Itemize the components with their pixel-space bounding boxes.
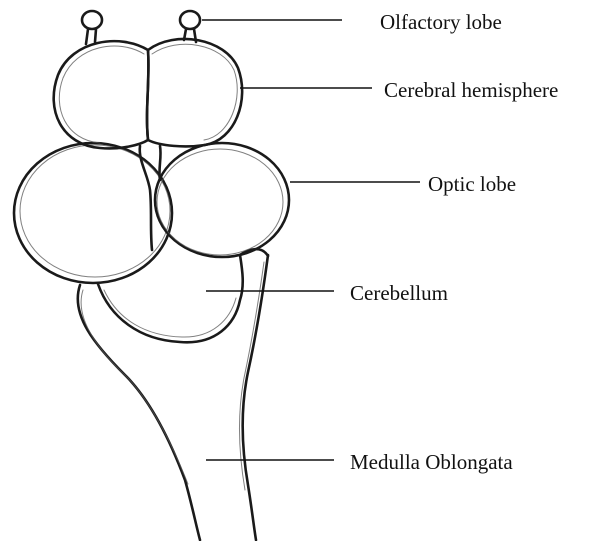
cerebellum-shape [98, 249, 268, 342]
olfactory-lobe-left-shape [82, 11, 102, 44]
optic-lobe-label: Optic lobe [428, 172, 516, 196]
medulla-oblongata-label: Medulla Oblongata [350, 450, 513, 474]
cerebral-hemisphere-left-shape [54, 41, 149, 148]
optic-lobe-right-shape [155, 143, 289, 257]
cerebral-hemisphere-label: Cerebral hemisphere [384, 78, 558, 102]
cerebellum-label: Cerebellum [350, 281, 448, 305]
olfactory-lobe-right-shape [180, 11, 200, 42]
olfactory-lobe-label: Olfactory lobe [380, 10, 502, 34]
optic-lobe-left-shape [14, 143, 172, 283]
cerebral-hemisphere-right-shape [147, 39, 242, 146]
